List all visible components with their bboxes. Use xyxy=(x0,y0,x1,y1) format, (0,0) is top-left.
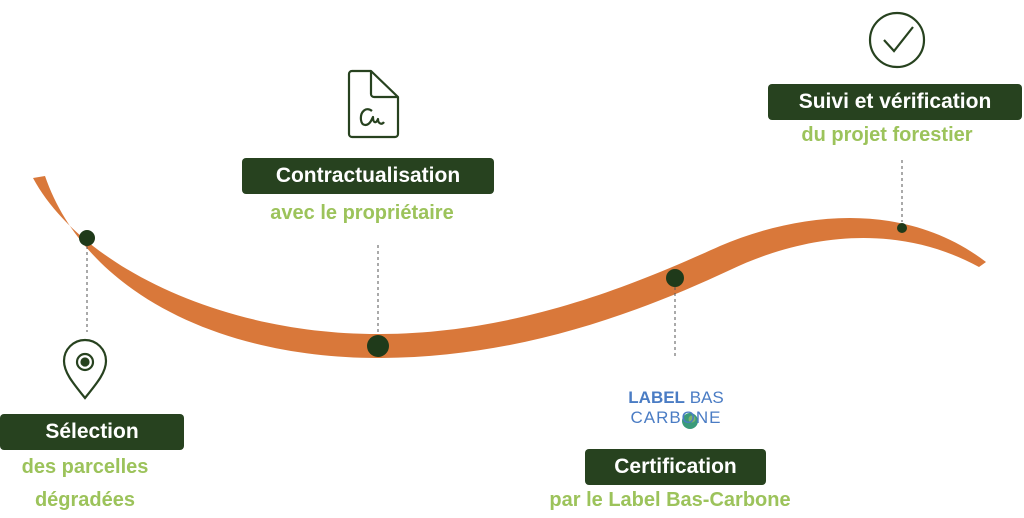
step-desc-contract: avec le propriétaire xyxy=(270,202,454,224)
step-desc-selection-1: des parcelles xyxy=(21,456,149,478)
earth-globe xyxy=(682,413,698,429)
logo-text-label: LABEL xyxy=(628,388,685,407)
milestone-dot-2 xyxy=(367,335,389,357)
step-title-contract: Contractualisation xyxy=(242,158,494,194)
check-circle-icon xyxy=(868,11,926,69)
connectors xyxy=(86,160,903,356)
location-pin-icon xyxy=(62,338,108,400)
step-title-monitoring: Suivi et vérification xyxy=(768,84,1022,120)
step-desc-monitoring: du projet forestier xyxy=(801,124,973,146)
step-desc-selection-2: dégradées xyxy=(34,489,136,511)
timeline-curve xyxy=(33,176,986,358)
label-bas-carbone-logo: LABEL BAS CARBONE xyxy=(622,388,730,428)
step-desc-certification: par le Label Bas-Carbone xyxy=(549,489,791,511)
milestone-dot-3 xyxy=(666,269,684,287)
step-title-selection: Sélection xyxy=(0,414,184,450)
signed-document-icon xyxy=(347,69,400,139)
logo-text-carbone: CARBONE xyxy=(630,408,722,427)
logo-text-bas: BAS xyxy=(689,388,724,407)
milestone-dot-1 xyxy=(79,230,95,246)
milestone-dot-4 xyxy=(897,223,907,233)
step-title-certification: Certification xyxy=(585,449,766,485)
